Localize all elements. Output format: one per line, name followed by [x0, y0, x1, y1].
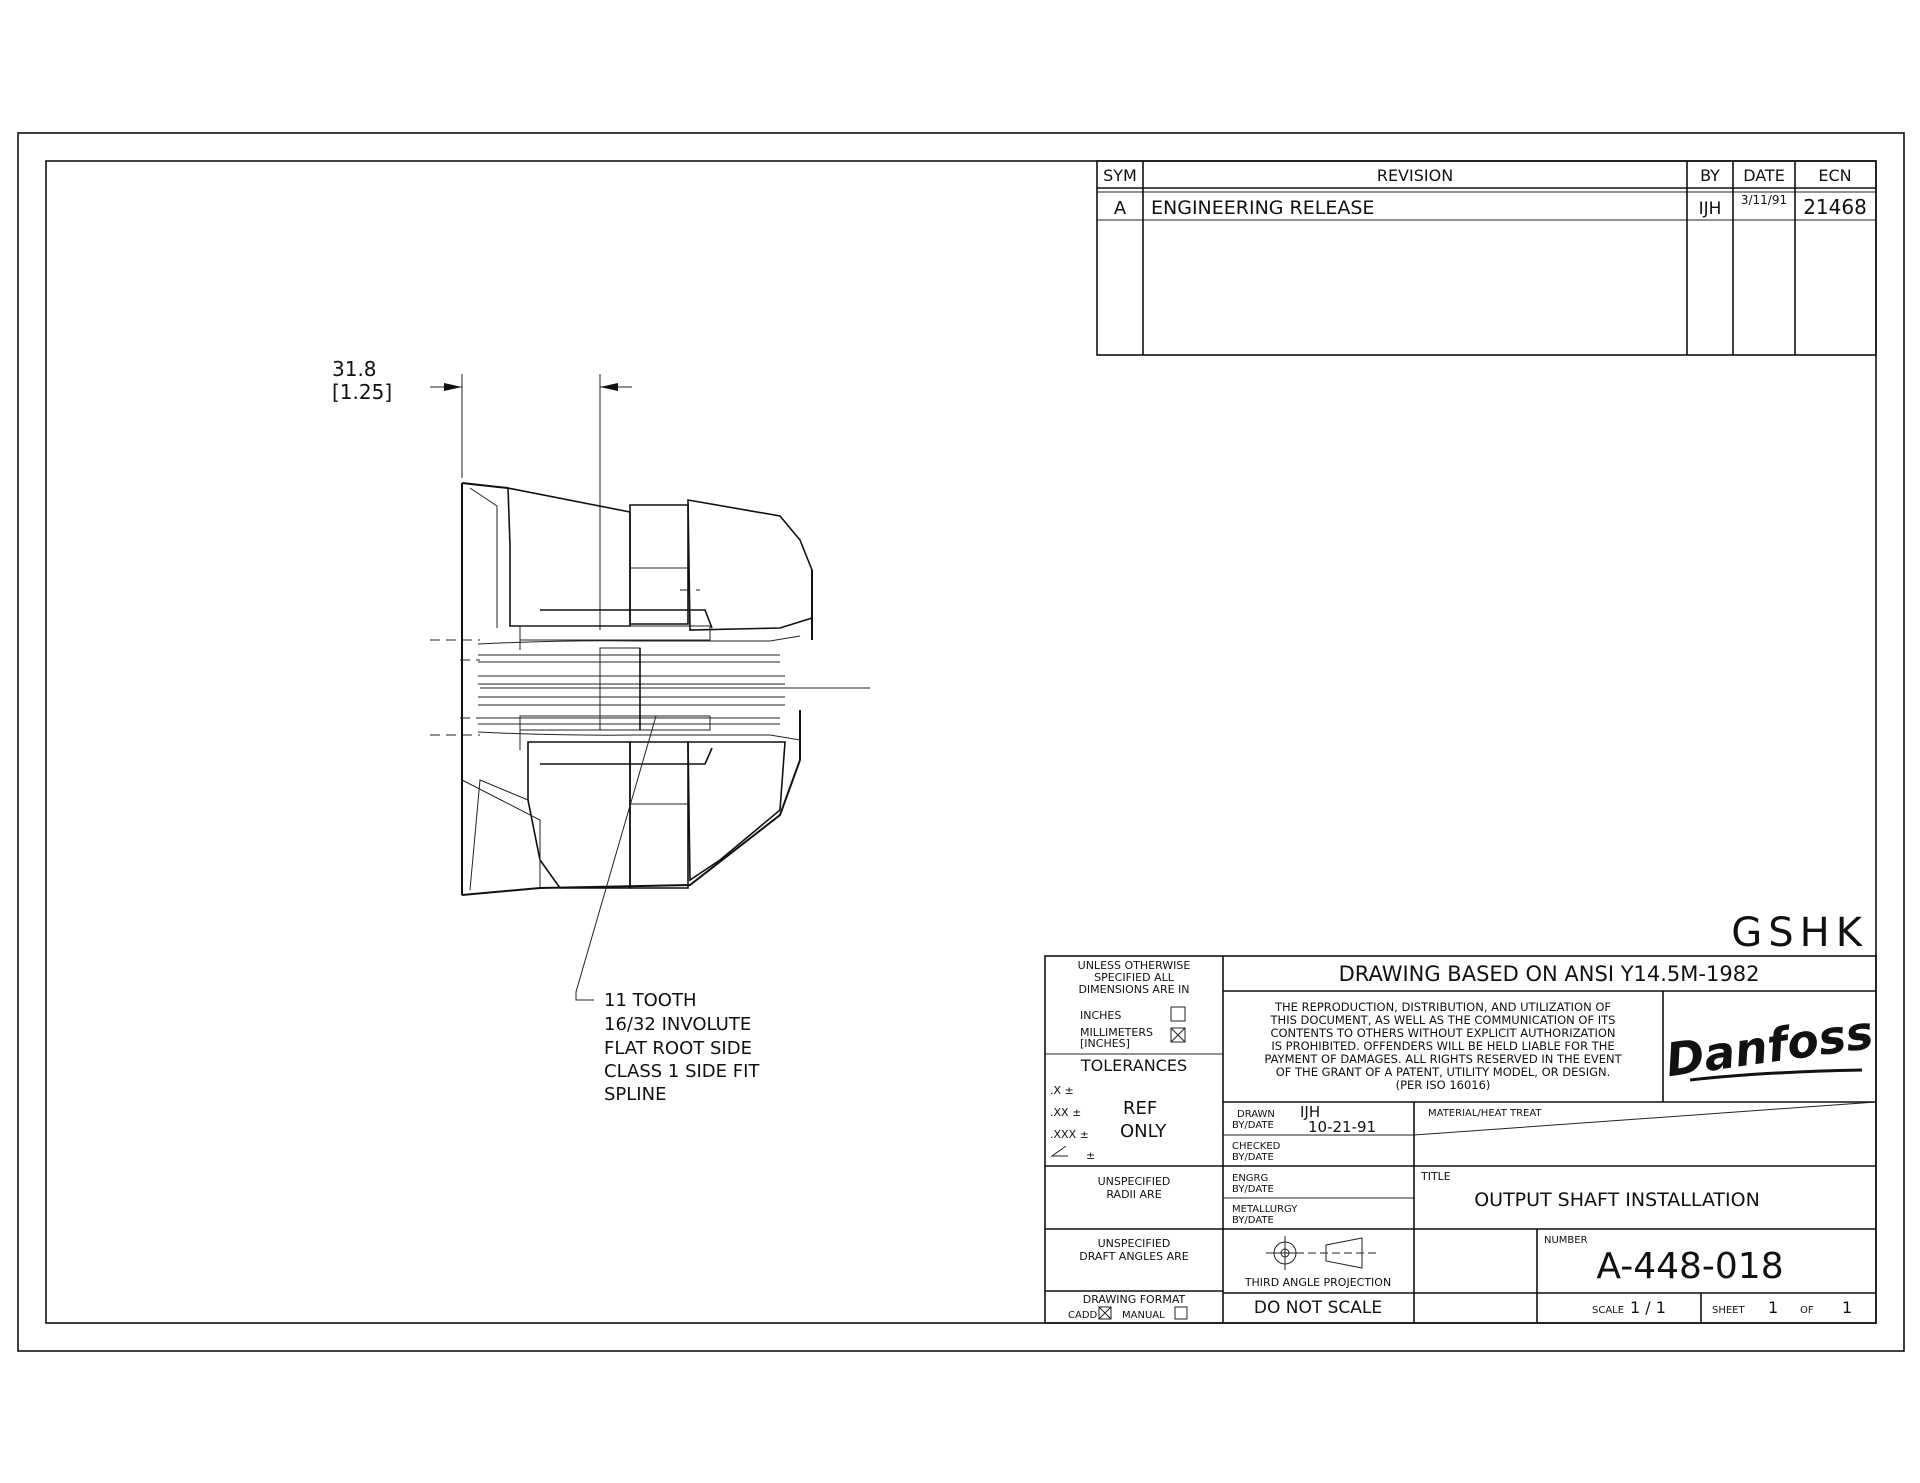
tolerance-ref: REF	[1123, 1098, 1157, 1119]
tolerance-angle: ±	[1086, 1149, 1095, 1162]
legal-line: THE REPRODUCTION, DISTRIBUTION, AND UTIL…	[1274, 1000, 1611, 1014]
callout-line: CLASS 1 SIDE FIT	[604, 1061, 760, 1082]
outer-border	[17, 132, 1905, 1352]
dimension-inch: [1.25]	[332, 380, 392, 404]
format-cadd-checkbox	[1098, 1306, 1112, 1320]
scale-value: 1 / 1	[1630, 1298, 1666, 1317]
millimeters-checkbox	[1170, 1027, 1186, 1043]
tolerance-xx: .XX ±	[1050, 1106, 1081, 1119]
shaft-section-view	[430, 374, 870, 1001]
third-angle-projection-icon	[1266, 1236, 1378, 1270]
inner-border	[45, 160, 1877, 1324]
drawn-by: IJH	[1300, 1103, 1320, 1121]
title-label: TITLE	[1420, 1170, 1451, 1183]
drawing-title: OUTPUT SHAFT INSTALLATION	[1474, 1189, 1760, 1211]
metallurgy-label: METALLURGY	[1232, 1204, 1298, 1215]
legal-notice: THE REPRODUCTION, DISTRIBUTION, AND UTIL…	[1264, 1000, 1622, 1092]
units-header: UNLESS OTHERWISE	[1078, 959, 1191, 972]
drawn-label: DRAWN	[1237, 1109, 1275, 1120]
inches-checkbox	[1170, 1006, 1186, 1022]
metallurgy-label: BY/DATE	[1232, 1215, 1274, 1226]
rev-row-ecn: 21468	[1803, 195, 1867, 219]
millimeters-label: MILLIMETERS	[1080, 1026, 1153, 1039]
callout-line: SPLINE	[604, 1084, 666, 1105]
millimeters-check-mark	[1170, 1027, 1186, 1043]
of-value: 1	[1842, 1298, 1852, 1317]
legal-line: CONTENTS TO OTHERS WITHOUT EXPLICIT AUTH…	[1270, 1026, 1615, 1040]
drawn-date: 10-21-91	[1308, 1118, 1376, 1136]
drawing-number: A-448-018	[1596, 1246, 1783, 1287]
title-block	[1044, 955, 1877, 1324]
tolerances-label: TOLERANCES	[1080, 1056, 1187, 1075]
legal-line: IS PROHIBITED. OFFENDERS WILL BE HELD LI…	[1271, 1039, 1614, 1053]
radii-label: UNSPECIFIED	[1098, 1175, 1171, 1188]
rev-row-revision: ENGINEERING RELEASE	[1151, 197, 1374, 219]
draft-label: DRAFT ANGLES ARE	[1079, 1250, 1189, 1263]
inches-label: INCHES	[1080, 1009, 1121, 1022]
ansi-note: DRAWING BASED ON ANSI Y14.5M-1982	[1339, 962, 1760, 986]
legal-line: OF THE GRANT OF A PATENT, UTILITY MODEL,…	[1276, 1065, 1611, 1079]
inches-bracket-label: [INCHES]	[1080, 1037, 1130, 1050]
format-cadd-check-mark	[1098, 1306, 1112, 1320]
legal-line: PAYMENT OF DAMAGES. ALL RIGHTS RESERVED …	[1264, 1052, 1622, 1066]
rev-header-revision: REVISION	[1377, 166, 1453, 185]
tolerance-x: .X ±	[1050, 1084, 1074, 1097]
legal-line: THIS DOCUMENT, AS WELL AS THE COMMUNICAT…	[1270, 1013, 1616, 1027]
units-header: SPECIFIED ALL	[1094, 971, 1175, 984]
rev-header-date: DATE	[1743, 166, 1785, 185]
format-cadd: CADD	[1068, 1310, 1098, 1321]
engrg-label: ENGRG	[1232, 1173, 1268, 1184]
rev-row-sym: A	[1114, 198, 1127, 219]
rev-header-by: BY	[1700, 166, 1720, 185]
danfoss-logo-swash	[1689, 1068, 1863, 1082]
tolerance-only: ONLY	[1120, 1121, 1167, 1142]
of-label: OF	[1800, 1305, 1814, 1316]
checked-label: CHECKED	[1232, 1141, 1281, 1152]
scale-label: SCALE	[1592, 1305, 1624, 1316]
dimension-mm: 31.8	[332, 357, 377, 381]
tolerance-xxx: .XXX ±	[1050, 1128, 1089, 1141]
rev-row-date: 3/11/91	[1741, 193, 1787, 207]
number-label: NUMBER	[1544, 1235, 1588, 1246]
legal-line: (PER ISO 16016)	[1396, 1078, 1491, 1092]
drawn-label: BY/DATE	[1232, 1120, 1274, 1131]
checked-label: BY/DATE	[1232, 1152, 1274, 1163]
units-header: DIMENSIONS ARE IN	[1078, 983, 1189, 996]
draft-label: UNSPECIFIED	[1098, 1237, 1171, 1250]
revision-table: SYM REVISION BY DATE ECN A ENGINEERING R…	[1096, 160, 1877, 356]
callout-line: 11 TOOTH	[604, 990, 697, 1011]
angle-symbol	[1050, 1145, 1068, 1157]
do-not-scale: DO NOT SCALE	[1254, 1298, 1382, 1318]
sheet-label: SHEET	[1712, 1305, 1746, 1316]
rev-row-by: IJH	[1699, 199, 1722, 219]
projection-label: THIRD ANGLE PROJECTION	[1244, 1276, 1391, 1289]
rev-header-ecn: ECN	[1818, 166, 1851, 185]
drawing-code: GSHK	[1731, 910, 1868, 956]
rev-header-sym: SYM	[1103, 166, 1137, 185]
material-label: MATERIAL/HEAT TREAT	[1428, 1108, 1542, 1119]
engrg-label: BY/DATE	[1232, 1184, 1274, 1195]
callout-line: FLAT ROOT SIDE	[604, 1038, 752, 1059]
callout-line: 16/32 INVOLUTE	[604, 1014, 751, 1035]
format-label: DRAWING FORMAT	[1083, 1293, 1186, 1306]
format-manual: MANUAL	[1122, 1310, 1165, 1321]
format-manual-checkbox	[1174, 1306, 1188, 1320]
spline-callout: 11 TOOTH 16/32 INVOLUTE FLAT ROOT SIDE C…	[604, 990, 760, 1105]
sheet-value: 1	[1768, 1298, 1778, 1317]
radii-label: RADII ARE	[1106, 1188, 1161, 1201]
